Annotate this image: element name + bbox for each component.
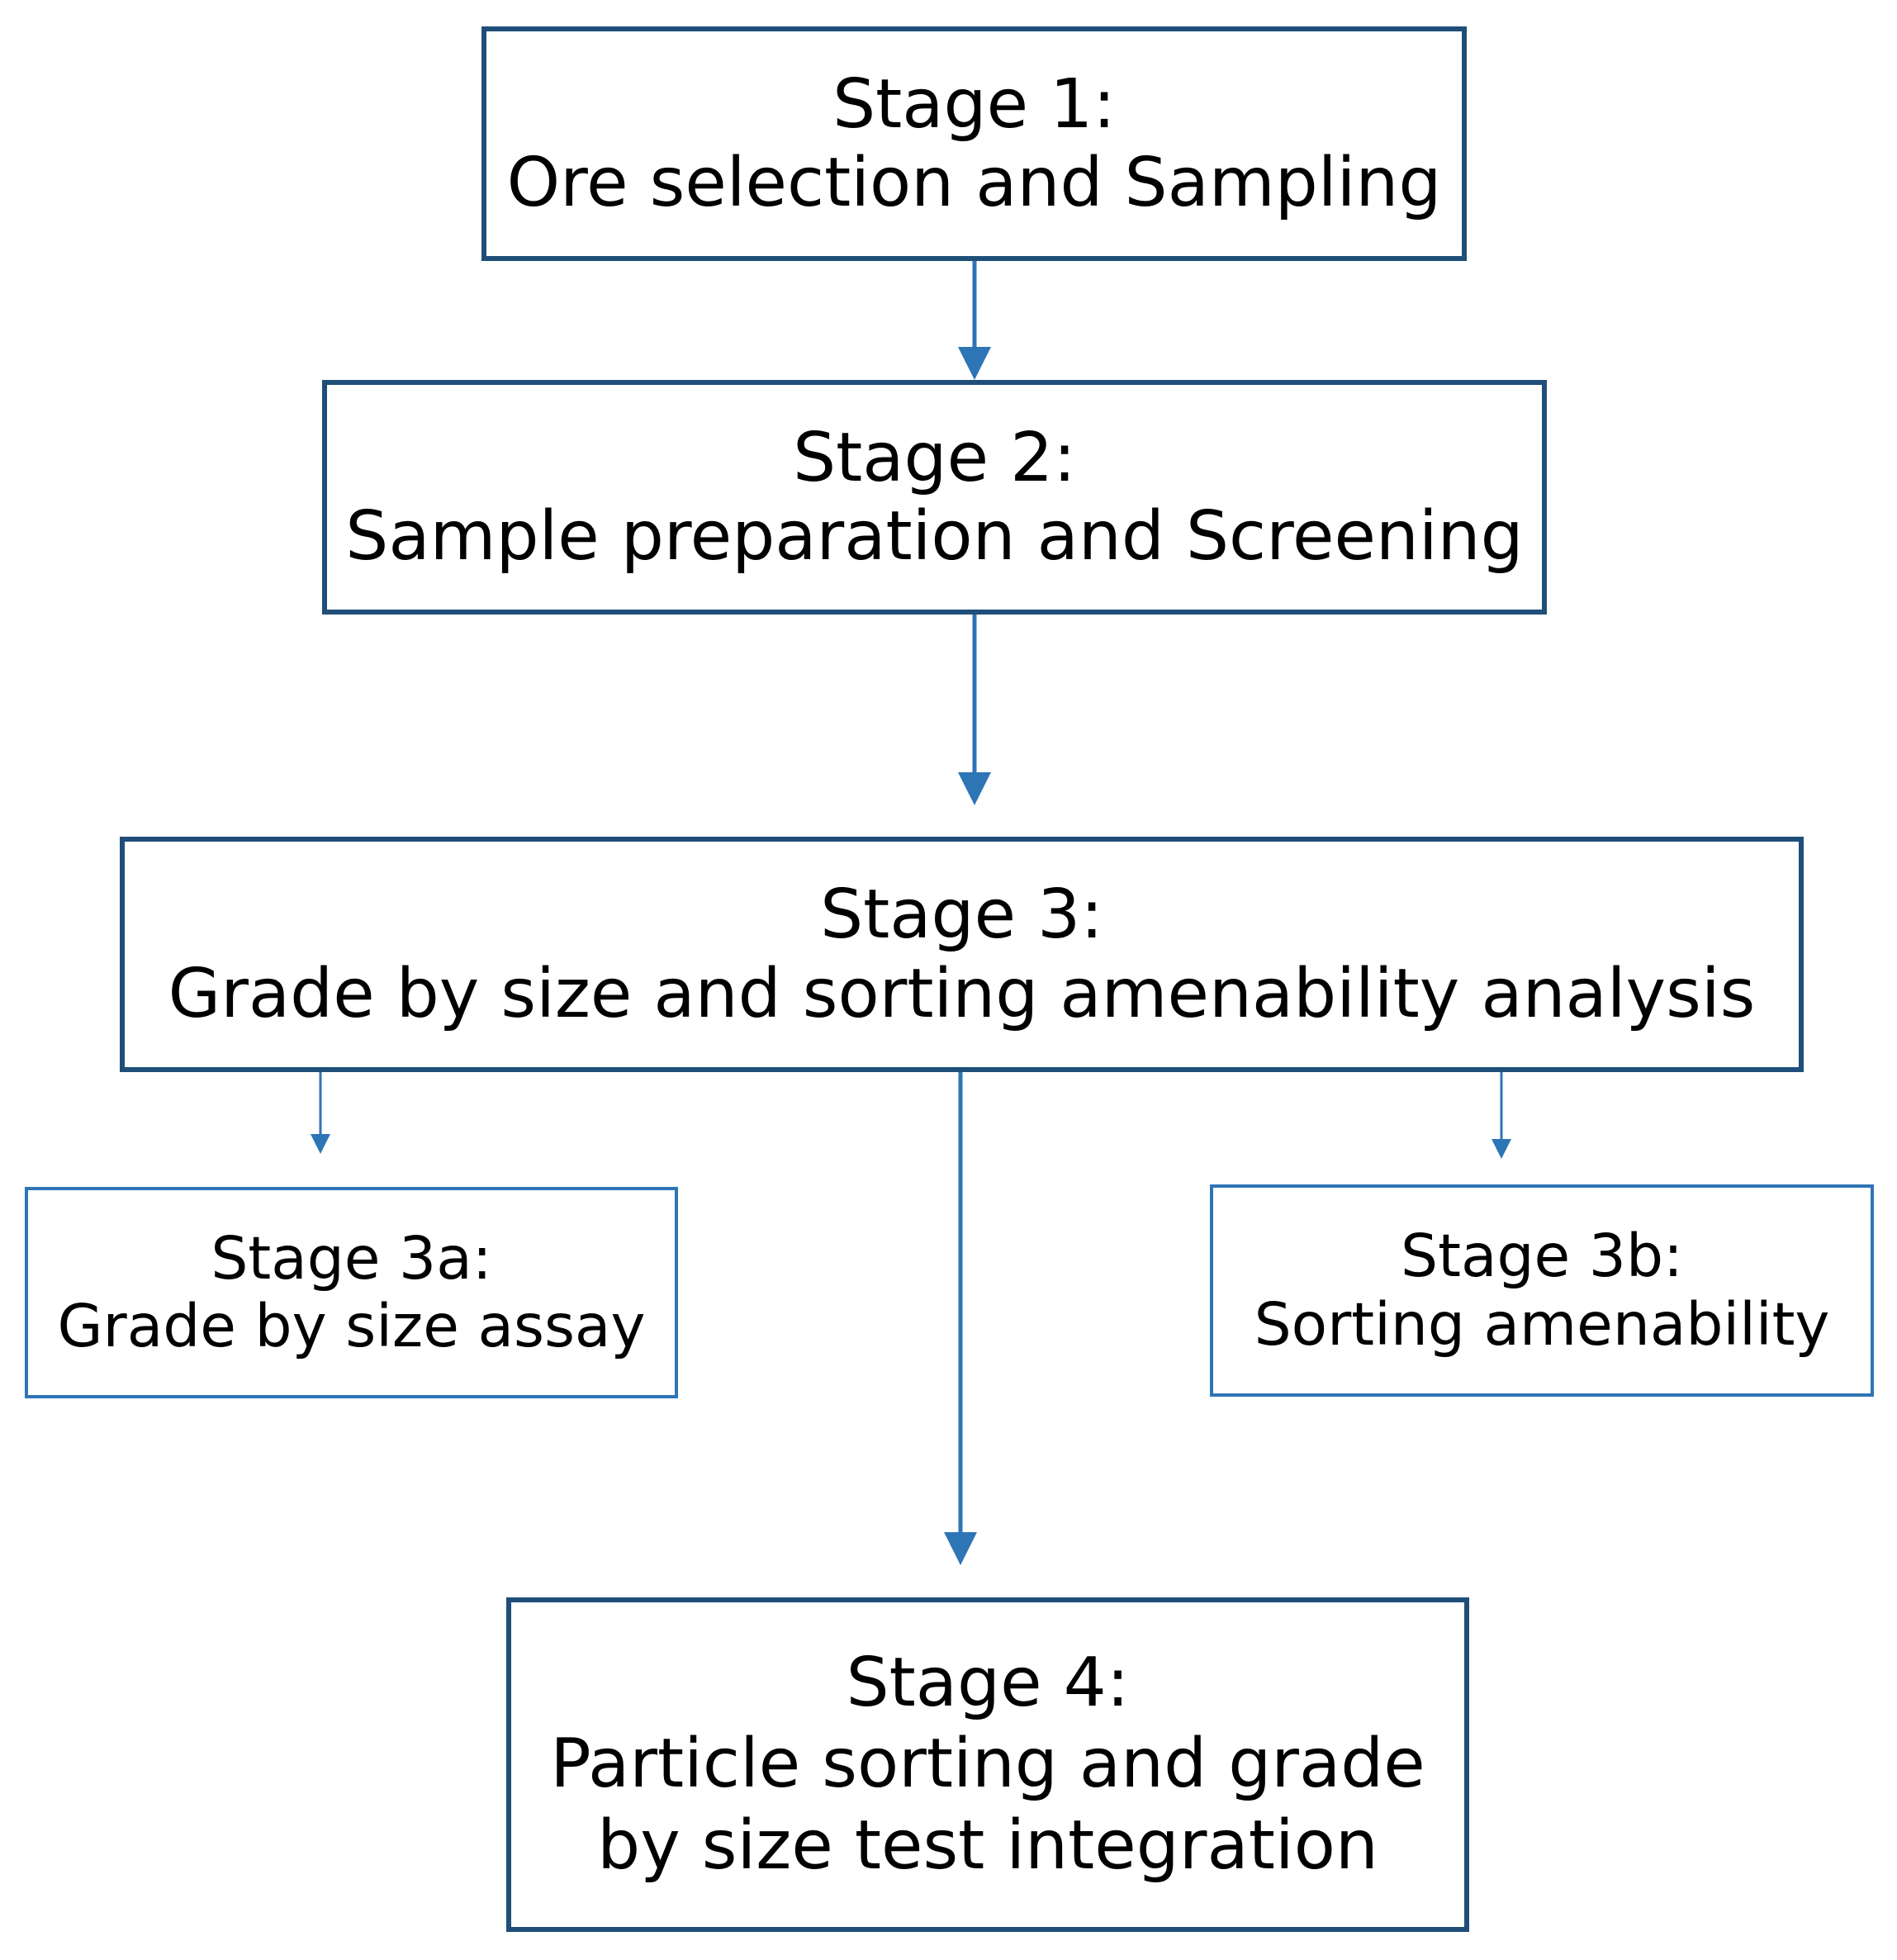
stage-2-description: Sample preparation and Screening (345, 497, 1524, 576)
stage-3-description: Grade by size and sorting amenability an… (168, 954, 1756, 1033)
stage-1-title: Stage 1: (832, 64, 1116, 144)
stage-3-box: Stage 3: Grade by size and sorting amena… (120, 837, 1804, 1072)
stage-3-title: Stage 3: (820, 876, 1103, 955)
stage-1-description: Ore selection and Sampling (506, 144, 1442, 222)
stage-4-description-line-1: Particle sorting and grade (550, 1725, 1425, 1804)
stage-3b-description: Sorting amenability (1254, 1289, 1830, 1359)
stage-4-box: Stage 4: Particle sorting and grade by s… (506, 1597, 1469, 1932)
stage-1-box: Stage 1: Ore selection and Sampling (481, 26, 1467, 261)
stage-3b-title: Stage 3b: (1401, 1222, 1683, 1291)
stage-2-box: Stage 2: Sample preparation and Screenin… (322, 380, 1547, 615)
stage-3a-title: Stage 3a: (211, 1223, 492, 1293)
stage-3a-description: Grade by size assay (57, 1292, 646, 1360)
stage-2-title: Stage 2: (793, 418, 1076, 497)
stage-3b-box: Stage 3b: Sorting amenability (1210, 1184, 1874, 1397)
stage-4-title: Stage 4: (846, 1643, 1130, 1722)
stage-4-description-line-2: by size test integration (597, 1806, 1378, 1885)
stage-3a-box: Stage 3a: Grade by size assay (25, 1187, 678, 1398)
